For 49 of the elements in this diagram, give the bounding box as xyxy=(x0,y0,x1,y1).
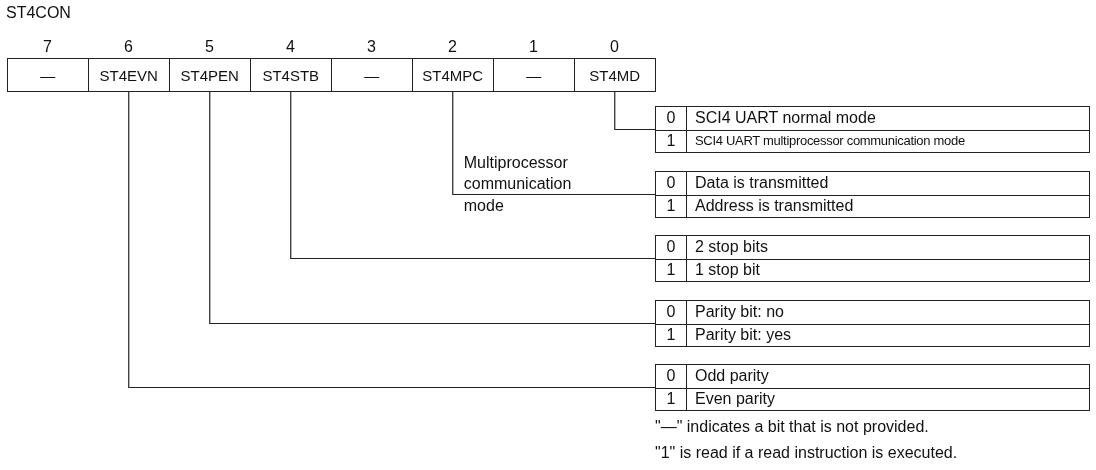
register-bit-field: ST4STB xyxy=(250,58,332,92)
bit-number: 5 xyxy=(204,38,215,56)
connector-line xyxy=(290,91,656,260)
bit-value: 1 xyxy=(656,194,687,217)
bit-number: 4 xyxy=(285,38,296,56)
setting-description: SCI4 UART multiprocessor communication mode xyxy=(694,131,965,150)
register-bit-field: ST4PEN xyxy=(169,58,251,92)
connector-line xyxy=(128,91,656,389)
bit-value: 1 xyxy=(656,387,687,410)
setting-description: Data is transmitted xyxy=(694,173,829,193)
bit-number: 2 xyxy=(447,38,458,56)
footnote: "1" is read if a read instruction is executed. xyxy=(655,444,958,462)
edge-label: Multiprocessor communication mode xyxy=(463,152,573,216)
register-bit-field: ST4MD xyxy=(574,58,656,92)
bit-setting-table xyxy=(655,171,1090,218)
connector-line xyxy=(209,91,656,325)
bit-value: 0 xyxy=(656,107,687,130)
setting-description: Even parity xyxy=(694,388,776,409)
bit-setting-table xyxy=(655,235,1090,282)
bit-number: 0 xyxy=(609,38,620,56)
bit-value: 0 xyxy=(656,365,687,388)
connector-line xyxy=(614,91,656,131)
setting-description: 2 stop bits xyxy=(694,237,768,257)
register-bit-field: ST4MPC xyxy=(412,58,494,92)
bit-setting-table xyxy=(655,364,1090,411)
bit-value: 1 xyxy=(656,129,687,152)
bit-number: 6 xyxy=(123,38,134,56)
bit-value: 0 xyxy=(656,301,687,324)
register-bit-field: ST4EVN xyxy=(88,58,170,92)
bit-number: 3 xyxy=(366,38,377,56)
setting-description: Parity bit: yes xyxy=(694,324,792,345)
bit-setting-table xyxy=(655,300,1090,347)
setting-description: SCI4 UART normal mode xyxy=(694,108,876,128)
register-bit-field: — xyxy=(493,58,575,92)
bit-value: 0 xyxy=(656,172,687,195)
setting-description: 1 stop bit xyxy=(694,259,760,280)
bit-value: 1 xyxy=(656,258,687,281)
bit-setting-table xyxy=(655,106,1090,153)
register-name: ST4CON xyxy=(6,4,71,22)
setting-description: Parity bit: no xyxy=(694,302,784,322)
bit-number: 1 xyxy=(528,38,539,56)
bit-value: 1 xyxy=(656,323,687,346)
setting-description: Address is transmitted xyxy=(694,195,854,216)
connector-line xyxy=(452,91,656,196)
register-bit-field: — xyxy=(331,58,413,92)
bit-value: 0 xyxy=(656,236,687,259)
register-bit-field: — xyxy=(7,58,89,92)
bit-number: 7 xyxy=(42,38,53,56)
setting-description: Odd parity xyxy=(694,366,769,386)
